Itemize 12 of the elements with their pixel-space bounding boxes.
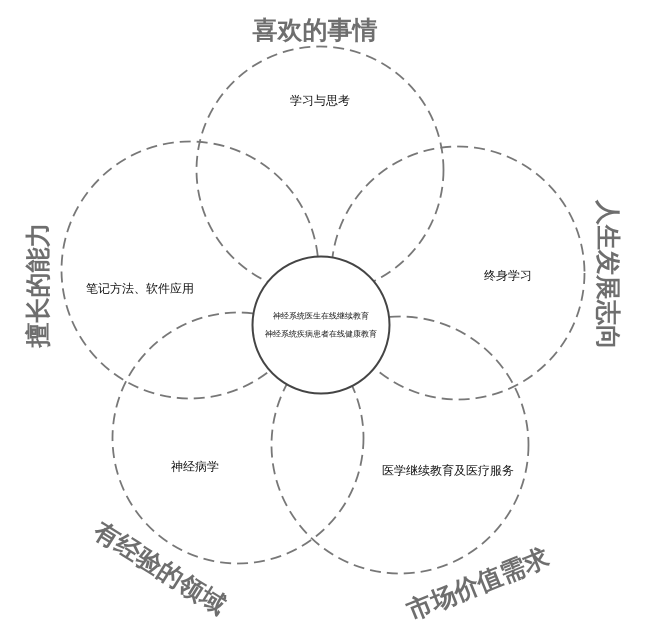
circle-heading: 市场价值需求 [402, 541, 554, 628]
circle-text: 笔记方法、软件应用 [86, 280, 194, 298]
circle-heading: 有经验的领域 [88, 514, 232, 622]
circle-text: 医学继续教育及医疗服务 [382, 462, 514, 480]
circle-text: 神经系统疾病患者在线健康教育 [265, 328, 377, 340]
circle-heading: 人生发展志向 [592, 200, 624, 350]
circle-text: 学习与思考 [290, 92, 350, 110]
circle-text: 神经系统医生在线继续教育 [273, 310, 369, 322]
circle-heading: 擅长的能力 [22, 222, 54, 348]
circle-heading: 喜欢的事情 [252, 14, 378, 46]
circle-text: 神经病学 [171, 458, 219, 476]
circle-text: 终身学习 [484, 268, 532, 284]
